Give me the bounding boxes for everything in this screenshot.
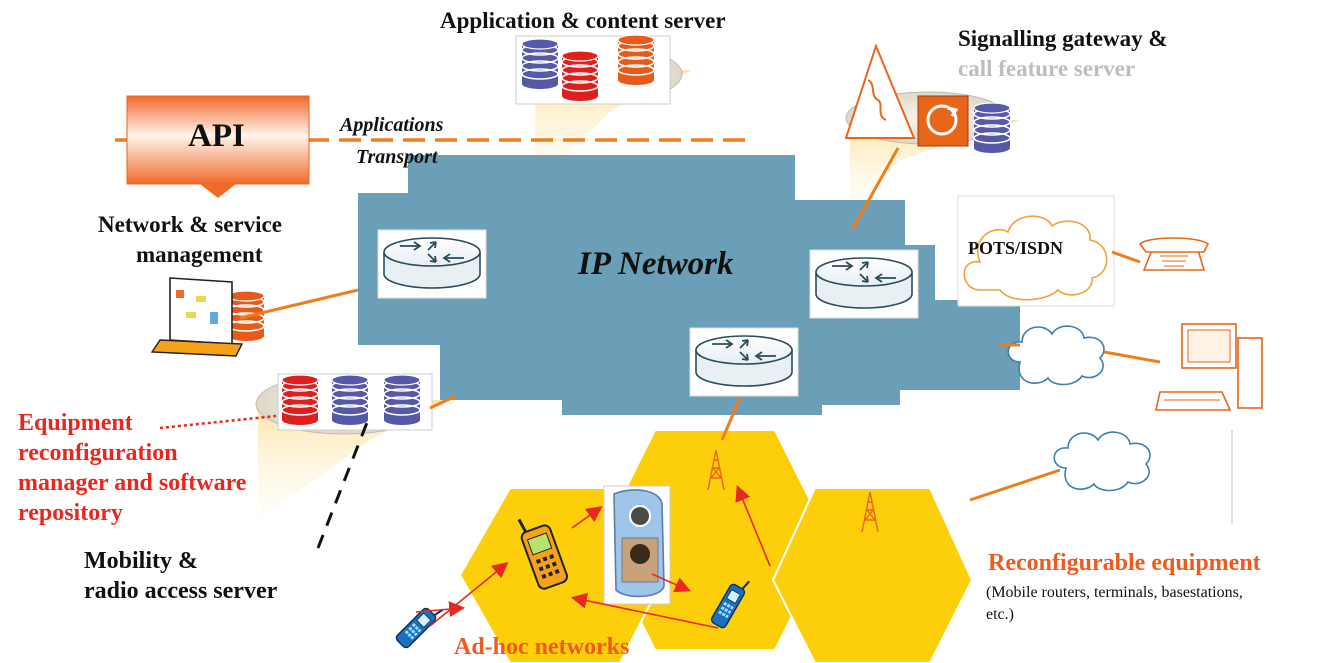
computer-link bbox=[1103, 350, 1161, 364]
bs-link bbox=[720, 397, 742, 441]
reconf-sub-2: etc.) bbox=[986, 606, 1014, 623]
pda-icon bbox=[603, 485, 671, 605]
app-server-label: Application & content server bbox=[440, 8, 726, 33]
api-label: API bbox=[188, 118, 245, 154]
router-icon bbox=[689, 327, 799, 397]
reconf-cloud-link bbox=[969, 468, 1061, 502]
mobile-phone-icon bbox=[517, 518, 569, 590]
telephone-icon bbox=[1138, 237, 1210, 271]
database-icon bbox=[617, 34, 655, 86]
signalling-server-group bbox=[844, 43, 1011, 154]
signalling-beam bbox=[850, 120, 1020, 210]
adhoc-arrows bbox=[415, 485, 771, 629]
netmgmt-label-2: management bbox=[136, 242, 263, 267]
pots-cloud bbox=[957, 195, 1115, 307]
cell-right bbox=[771, 487, 974, 663]
database-icon bbox=[383, 374, 421, 426]
computer-icon bbox=[1155, 323, 1263, 411]
database-icon bbox=[521, 38, 559, 90]
equip-label-2: reconfiguration bbox=[18, 440, 178, 466]
equip-label-4: repository bbox=[18, 500, 123, 526]
signalling-label-2: call feature server bbox=[958, 56, 1136, 81]
app-server-group bbox=[515, 34, 683, 105]
transport-label: Transport bbox=[356, 146, 438, 168]
equip-manager-link bbox=[429, 394, 457, 410]
database-icon bbox=[331, 374, 369, 426]
mobility-label-1: Mobility & bbox=[84, 548, 198, 574]
mobile-phone-icon bbox=[393, 598, 446, 651]
laptop-icon bbox=[150, 277, 244, 357]
mobility-label-2: radio access server bbox=[84, 578, 278, 604]
cloud-icon bbox=[1053, 431, 1151, 492]
cloud-icon bbox=[1007, 325, 1105, 386]
api-box bbox=[126, 95, 310, 198]
equip-label-3: manager and software bbox=[18, 470, 247, 496]
applications-label: Applications bbox=[340, 114, 444, 136]
netmgmt-label-1: Network & service bbox=[98, 212, 282, 237]
network-management-group bbox=[150, 277, 265, 357]
database-icon bbox=[973, 102, 1011, 154]
pots-label: POTS/ISDN bbox=[968, 238, 1064, 258]
adhoc-label: Ad-hoc networks bbox=[454, 634, 630, 660]
mgmt-link bbox=[239, 288, 359, 320]
signalling-label-1: Signalling gateway & bbox=[958, 26, 1168, 51]
ip-network-cloud bbox=[358, 155, 1020, 415]
pots-link bbox=[1111, 250, 1141, 264]
equip-label-1: Equipment bbox=[18, 410, 133, 436]
database-icon bbox=[561, 50, 599, 102]
database-icon bbox=[281, 374, 319, 426]
reconf-title: Reconfigurable equipment bbox=[988, 550, 1261, 576]
reconf-sub-1: (Mobile routers, terminals, basestations… bbox=[986, 584, 1243, 601]
router-icon bbox=[809, 249, 919, 319]
firewall-icon bbox=[844, 43, 916, 139]
signalling-link bbox=[850, 147, 900, 231]
ip-network-label: IP Network bbox=[578, 246, 734, 282]
router-icon bbox=[377, 229, 487, 299]
equip-pointer bbox=[159, 414, 277, 430]
equipment-manager-group bbox=[255, 373, 433, 435]
